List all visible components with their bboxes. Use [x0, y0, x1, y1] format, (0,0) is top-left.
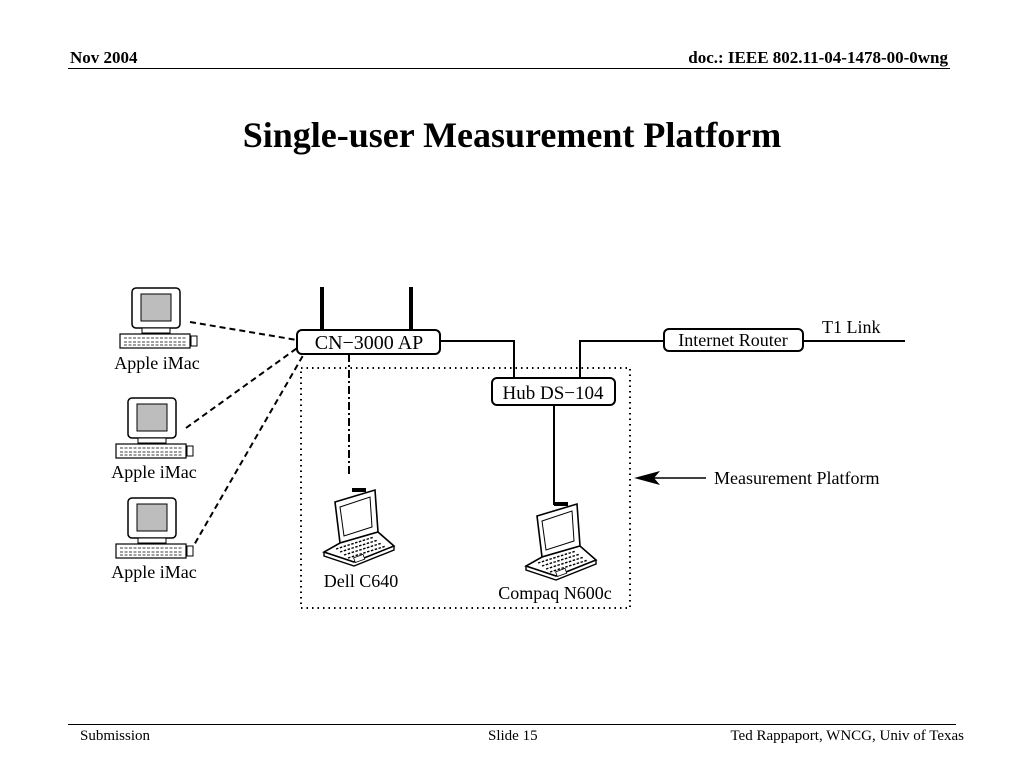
wireless-link-imac-3: [189, 351, 306, 553]
wire-hub-to-router: [579, 340, 664, 378]
router-label: Internet Router: [678, 330, 787, 350]
t1-link-label: T1 Link: [822, 317, 881, 337]
laptop-compaq: Compaq N600c: [498, 501, 612, 603]
wireless-link-imac-2: [185, 345, 301, 429]
imac-3-label: Apple iMac: [111, 562, 196, 582]
computer-icon: [115, 397, 194, 459]
hub-label: Hub DS−104: [503, 383, 604, 404]
imac-1-label: Apple iMac: [114, 353, 199, 373]
access-point-label: CN−3000 AP: [315, 332, 424, 354]
laptop-dell-label: Dell C640: [324, 571, 399, 591]
imac-2-label: Apple iMac: [111, 462, 196, 482]
laptop-icon: [525, 501, 597, 581]
header-date: Nov 2004: [70, 48, 138, 67]
access-point-node: CN−3000 AP: [296, 329, 441, 355]
computer-icon: [119, 287, 198, 349]
platform-arrow-head: [634, 471, 660, 485]
laptop-dell: Dell C640: [323, 487, 399, 591]
router-node: Internet Router: [663, 328, 804, 352]
header-rule: [68, 68, 950, 69]
imac-3: Apple iMac: [111, 497, 197, 582]
hub-node: Hub DS−104: [491, 377, 616, 406]
wireless-link-imac-1: [189, 321, 298, 341]
measurement-platform-label: Measurement Platform: [714, 468, 879, 488]
footer-submission: Submission: [80, 728, 151, 744]
imac-1: Apple iMac: [114, 287, 200, 373]
header-doc-id: doc.: IEEE 802.11-04-1478-00-0wng: [688, 48, 948, 67]
laptop-compaq-label: Compaq N600c: [498, 583, 611, 603]
footer-author: Ted Rappaport, WNCG, Univ of Texas: [730, 728, 964, 744]
footer-slide-number: Slide 15: [488, 728, 538, 744]
slide-title: Single-user Measurement Platform: [242, 115, 782, 155]
laptop-icon: [323, 487, 395, 567]
footer-rule: [68, 724, 956, 725]
wire-ap-to-hub: [440, 340, 515, 378]
computer-icon: [115, 497, 194, 559]
imac-2: Apple iMac: [111, 397, 197, 482]
measurement-platform-box: [300, 367, 631, 609]
